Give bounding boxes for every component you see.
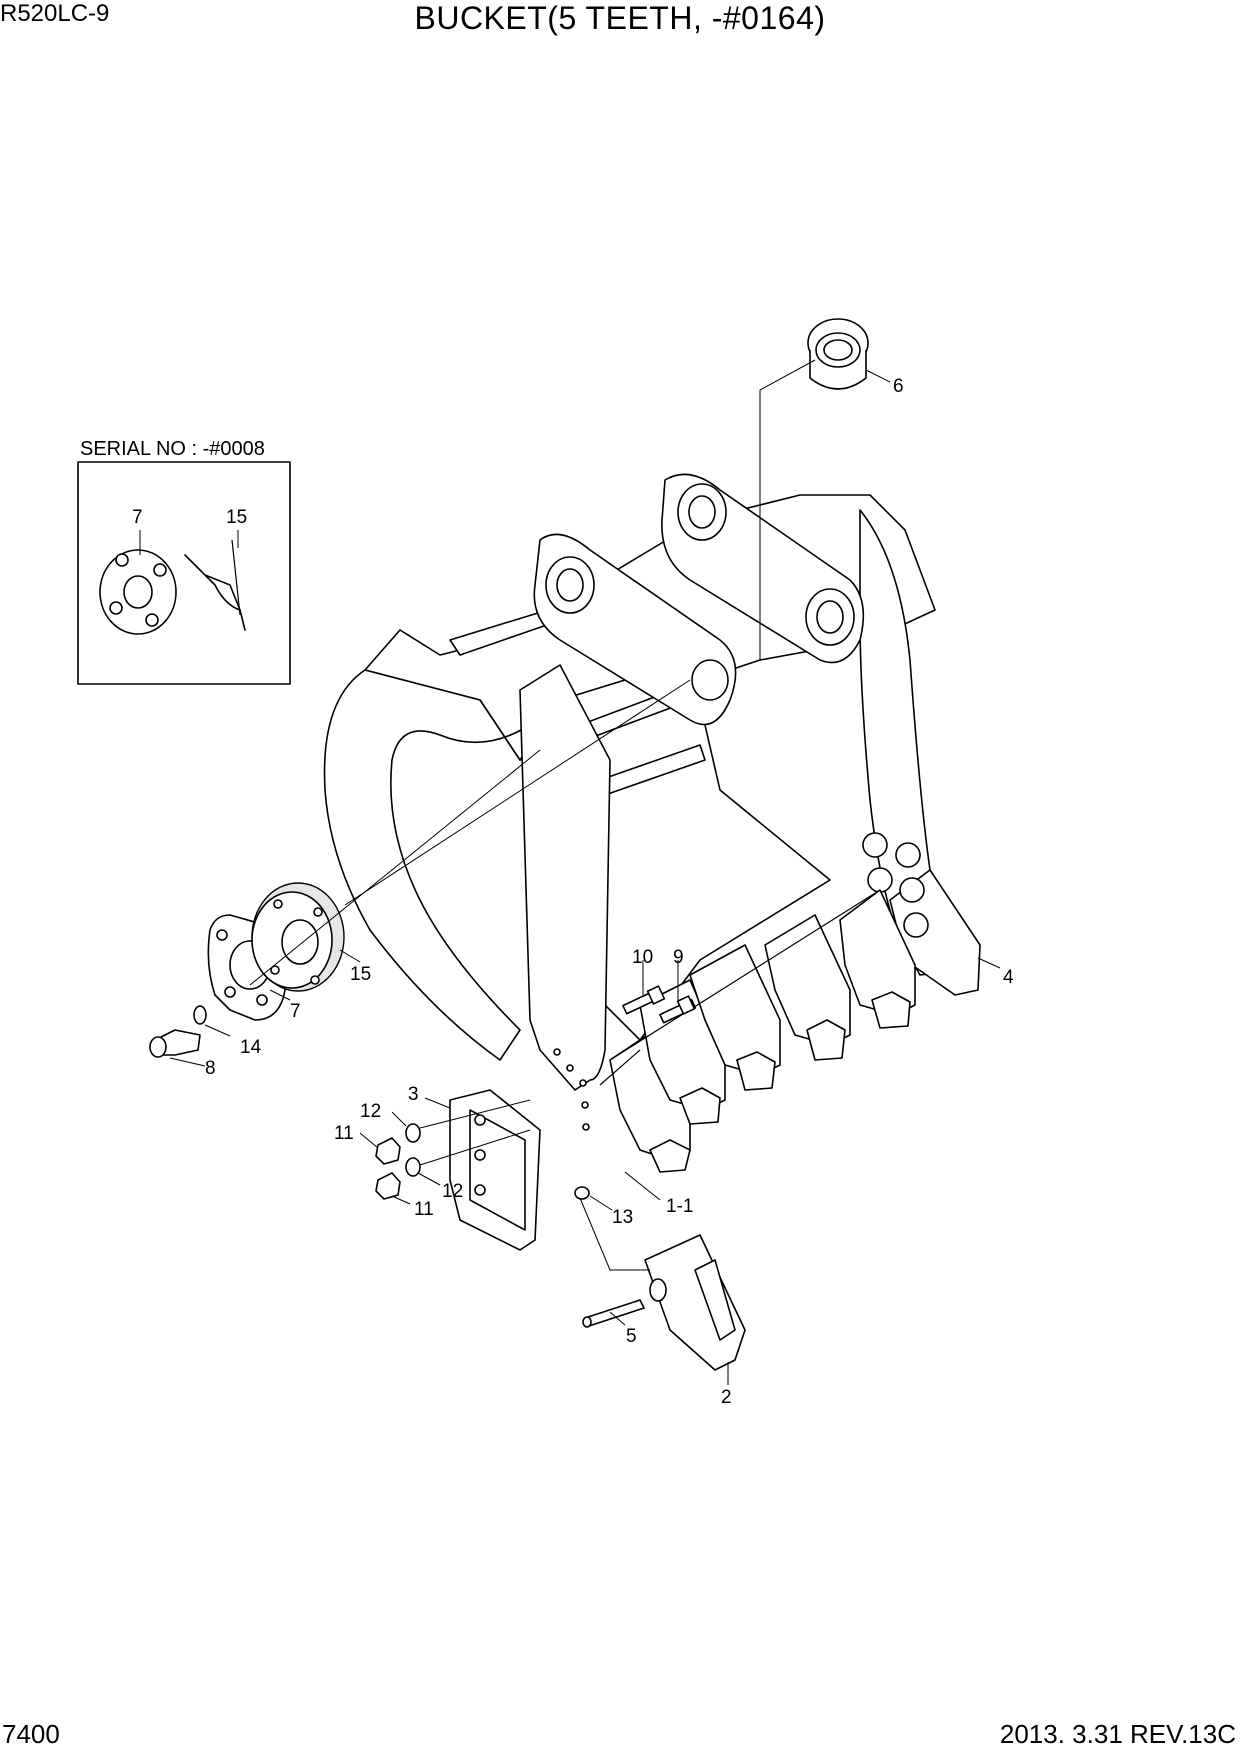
callout-6: 6	[893, 376, 904, 397]
inset-callout-15: 15	[226, 507, 247, 528]
tooth-adapters	[599, 889, 916, 1173]
callout-1-1: 1-1	[666, 1196, 693, 1217]
callout-14: 14	[240, 1037, 262, 1058]
tooth-point	[644, 1234, 746, 1371]
callout-labels: 6 15 7 14 8 10 9 4 3 12 11 12 11 13 1-1 …	[205, 376, 1014, 1408]
callout-3: 3	[408, 1084, 419, 1105]
callout-13: 13	[612, 1207, 633, 1228]
callout-8: 8	[205, 1058, 216, 1079]
bushing	[807, 318, 869, 390]
callout-9: 9	[673, 947, 684, 968]
nuts-washers	[375, 1123, 421, 1200]
inset-caption: SERIAL NO : -#0008	[80, 438, 265, 460]
model-label: R520LC-9	[0, 0, 110, 27]
bolts-9-10	[622, 985, 697, 1024]
leader-lines	[169, 359, 1001, 1385]
link-brackets	[533, 473, 865, 726]
callout-7: 7	[290, 1001, 301, 1022]
side-cutter	[449, 1089, 541, 1251]
callout-11-lower: 11	[414, 1199, 434, 1220]
serial-inset: SERIAL NO : -#0008 7 15	[77, 438, 291, 685]
page-title: BUCKET(5 TEETH, -#0164)	[414, 0, 826, 36]
callout-10: 10	[632, 947, 653, 968]
callout-4: 4	[1003, 967, 1014, 988]
revision-date: 2013. 3.31 REV.13C	[999, 1719, 1236, 1749]
side-shroud-assembly	[149, 882, 345, 1058]
lock-washer	[574, 1186, 590, 1200]
callout-11-upper: 11	[334, 1123, 354, 1144]
page-number: 7400	[2, 1719, 60, 1749]
callout-12-lower: 12	[442, 1181, 463, 1202]
inset-callout-7: 7	[132, 507, 143, 528]
callout-2: 2	[721, 1387, 732, 1408]
retainer-pin	[582, 1299, 645, 1328]
callout-5: 5	[626, 1326, 637, 1347]
callout-15: 15	[350, 964, 371, 985]
callout-12-upper: 12	[360, 1101, 381, 1122]
